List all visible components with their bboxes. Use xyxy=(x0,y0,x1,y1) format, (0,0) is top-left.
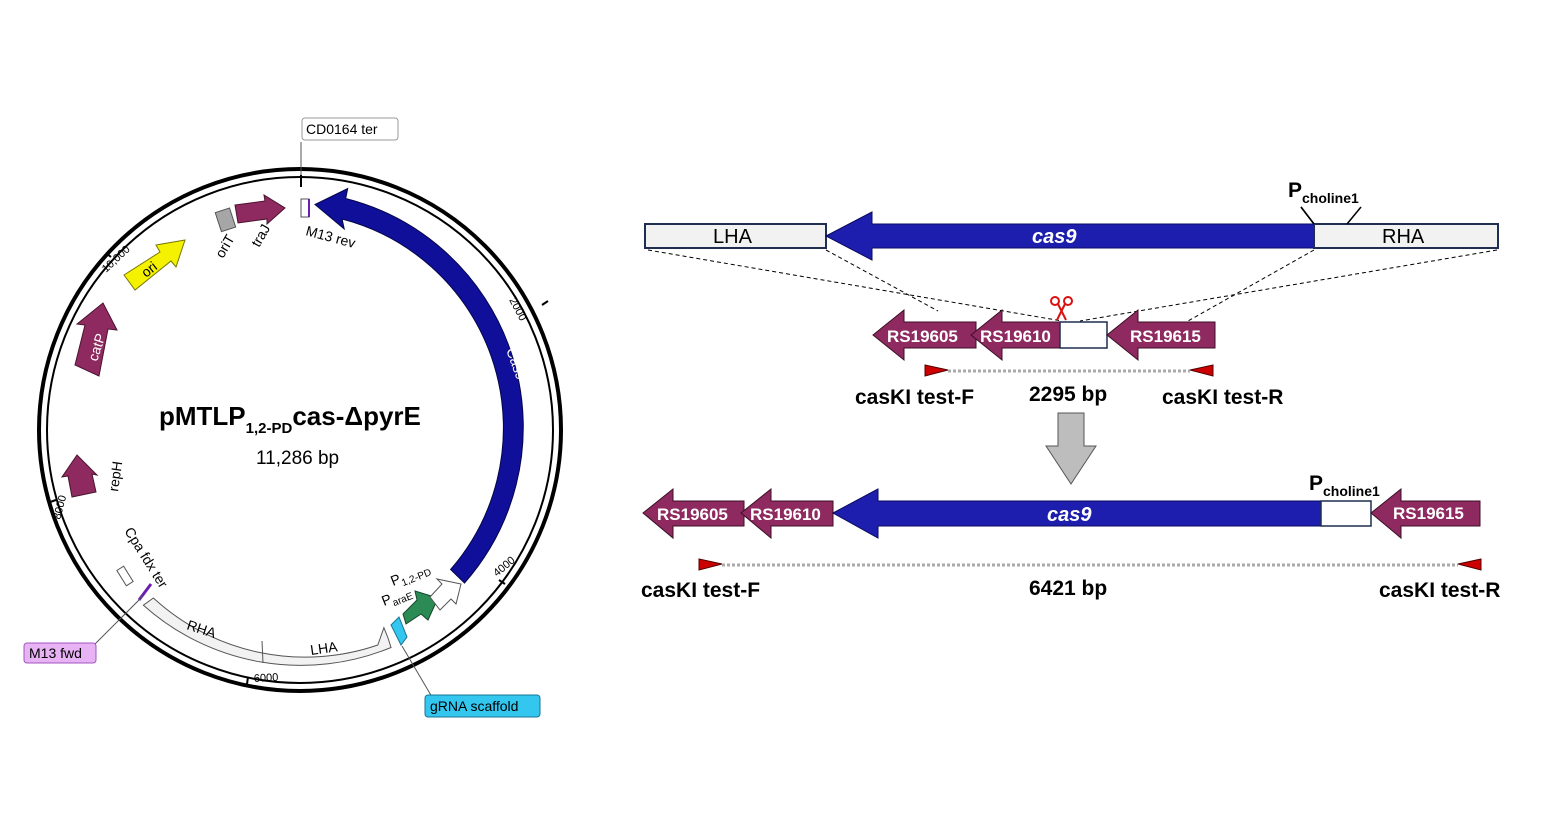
ed-primer-r-label: casKI test-R xyxy=(1379,579,1500,602)
ed-gene-rs19615-arrow xyxy=(1370,487,1481,540)
parae-feature-arrow xyxy=(402,590,439,625)
tick-marks xyxy=(49,252,549,685)
top-promoter-left-tick xyxy=(1300,206,1315,225)
scissors-loop-right xyxy=(1063,296,1073,306)
top-promoter-label: Pcholine1 xyxy=(1288,179,1359,206)
top-cas9-label: cas9 xyxy=(1032,226,1077,248)
tick-2000-mark xyxy=(541,300,549,306)
backbone-outer xyxy=(37,167,563,693)
ed-gene-rs19605-label: RS19605 xyxy=(657,505,728,524)
ed-primer-f-icon xyxy=(698,558,723,571)
grna-feature-arrow xyxy=(390,616,408,646)
top-promoter-main: P xyxy=(1288,179,1302,202)
ed-amplicon-size: 6421 bp xyxy=(1029,577,1107,600)
ed-cas9-label: cas9 xyxy=(1047,504,1092,526)
ed-primer-r-icon xyxy=(1457,558,1482,571)
cas9-feature-arrow xyxy=(314,187,524,584)
orit-feature-box xyxy=(214,207,237,233)
wt-gene-rs19615-arrow xyxy=(1106,308,1216,362)
p12pd-label-sub: 1,2-PD xyxy=(400,567,433,589)
knockin-scheme: LHA cas9 RHA Pcholine1 RS19605 RS19610 xyxy=(641,179,1500,602)
top-construct: LHA cas9 RHA Pcholine1 xyxy=(644,179,1499,261)
ori-feature-label: ori xyxy=(138,258,160,280)
ed-gene-rs19610-label: RS19610 xyxy=(750,505,821,524)
crossover-inner-left xyxy=(825,249,939,312)
p12pd-feature-arrow xyxy=(429,578,462,611)
ed-promoter-label: Pcholine1 xyxy=(1309,472,1380,499)
tick-8000-mark xyxy=(49,499,57,503)
plasmid-title-main: pMTLP xyxy=(159,401,246,431)
m13-rev-label: M13 rev xyxy=(304,222,357,251)
top-promoter-sub: choline1 xyxy=(1302,190,1359,206)
crossover-outer-left xyxy=(647,249,1063,322)
grna-tag xyxy=(424,694,541,718)
transition-arrow-icon xyxy=(1045,412,1097,485)
m13-fwd-label: M13 fwd xyxy=(29,645,82,661)
wt-primer-f-icon xyxy=(924,364,949,377)
scissors-icon xyxy=(1050,296,1073,321)
top-promoter-right-tick xyxy=(1346,206,1362,225)
tick-10000-mark xyxy=(105,252,112,258)
wt-intergenic-box xyxy=(1059,321,1108,349)
crossover-inner-right xyxy=(1187,249,1315,322)
wildtype-locus: RS19605 RS19610 RS19615 casKI test-F 229… xyxy=(855,296,1283,409)
plasmid-lha-label: LHA xyxy=(309,638,339,658)
wt-gene-rs19605-label: RS19605 xyxy=(887,327,958,346)
orit-feature-label: oriT xyxy=(212,231,238,260)
tick-label-8000: 8000 xyxy=(51,494,69,521)
top-lha-box xyxy=(644,223,827,249)
wt-amplicon-size: 2295 bp xyxy=(1029,383,1107,406)
wt-gene-rs19615-label: RS19615 xyxy=(1130,327,1201,346)
wt-gene-rs19610-label: RS19610 xyxy=(980,327,1051,346)
plasmid-title-tail: cas-ΔpyrE xyxy=(292,401,421,431)
crossover-lines xyxy=(647,249,1498,322)
ed-promoter-sub: choline1 xyxy=(1323,483,1380,499)
tick-label-4000: 4000 xyxy=(491,554,517,579)
ed-gene-rs19615-label: RS19615 xyxy=(1393,504,1464,523)
tick-6000-mark xyxy=(246,676,249,685)
reph-feature-label: repH xyxy=(105,460,125,492)
m13-rev-box xyxy=(300,198,310,218)
plasmid-title-sub: 1,2-PD xyxy=(246,420,293,437)
wt-primer-r-label: casKI test-R xyxy=(1162,386,1283,409)
top-lha-label: LHA xyxy=(713,226,753,248)
catp-feature-arrow xyxy=(74,302,118,377)
ed-promoter-main: P xyxy=(1309,472,1323,495)
wt-primer-f-label: casKI test-F xyxy=(855,386,974,409)
top-rha-box xyxy=(1313,223,1499,249)
wt-primer-r-icon xyxy=(1189,364,1214,377)
scissors-loop-left xyxy=(1050,296,1060,306)
ori-feature-arrow xyxy=(123,239,186,291)
tick-4000-mark xyxy=(498,579,506,585)
cd0164-tag xyxy=(301,117,399,141)
traj-feature-arrow xyxy=(234,193,286,226)
ed-promoter-box xyxy=(1320,500,1372,527)
cd0164-label: CD0164 ter xyxy=(306,121,378,137)
ed-primer-f-label: casKI test-F xyxy=(641,579,760,602)
plasmid-title: pMTLP1,2-PDcas-ΔpyrE xyxy=(159,401,421,437)
traj-feature-label: traJ xyxy=(248,221,274,249)
plasmid-homology-arms xyxy=(142,597,392,666)
scissors-blade-right xyxy=(1056,303,1066,321)
edited-locus: RS19605 RS19610 cas9 Pcholine1 RS19615 c… xyxy=(641,472,1500,602)
tick-label-6000: 6000 xyxy=(254,672,279,685)
m13-fwd-tag xyxy=(23,642,97,664)
top-rha-label: RHA xyxy=(1382,226,1425,248)
grna-leader xyxy=(401,645,433,698)
m13-fwd-leader xyxy=(93,595,144,646)
plasmid-size: 11,286 bp xyxy=(256,448,339,469)
crossover-outer-right xyxy=(1079,249,1498,322)
reph-feature-arrow xyxy=(60,454,99,498)
plasmid-map: 2000 4000 6000 8000 10,000 Cas9 M13 rev … xyxy=(23,117,563,718)
p12pd-label: P1,2-PD xyxy=(388,559,433,593)
rha-lha-divider xyxy=(261,640,264,664)
grna-label: gRNA scaffold xyxy=(430,698,518,714)
cpa-ter-box xyxy=(116,565,134,587)
